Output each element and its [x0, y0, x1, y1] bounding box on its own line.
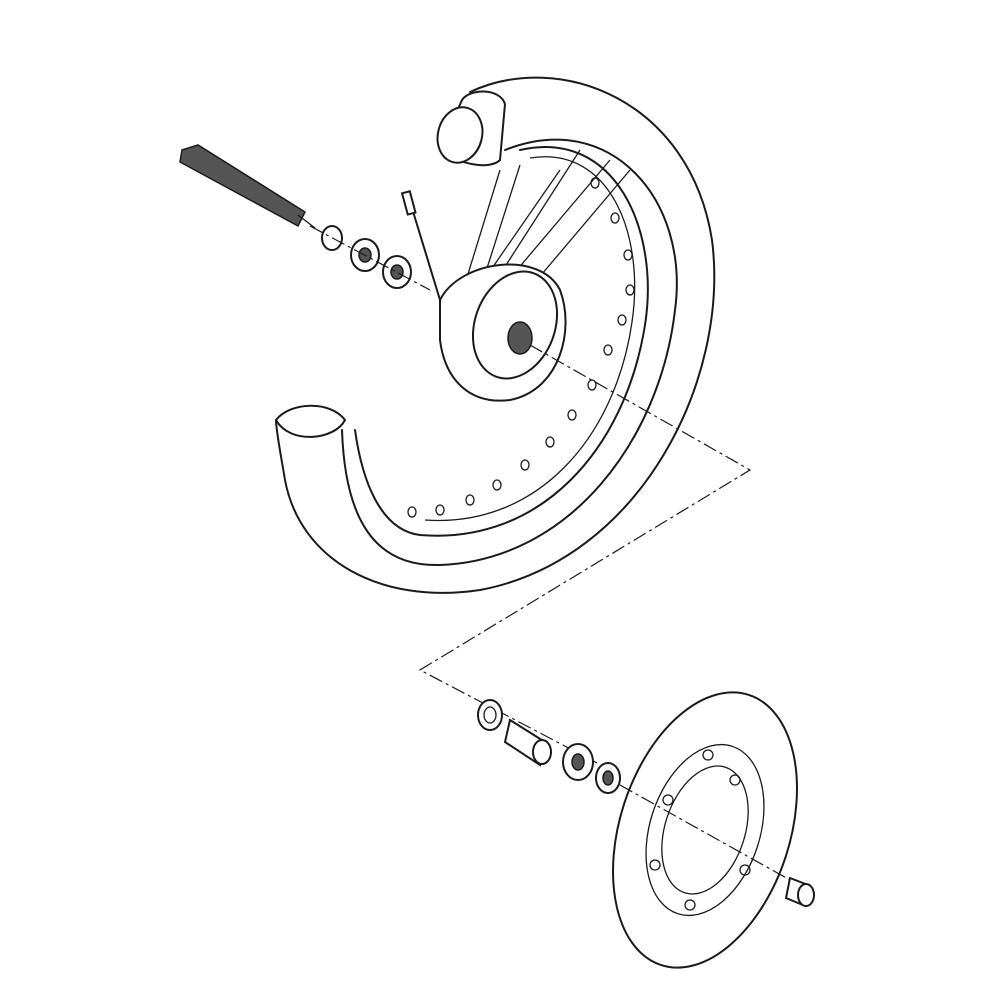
brake-disc: [612, 691, 798, 969]
left-bearing-2: [382, 255, 412, 289]
rim: [354, 146, 649, 537]
collar: [784, 876, 815, 907]
left-axis-line: [309, 225, 431, 291]
axis-line: [418, 344, 752, 776]
right-bearing-2: [595, 762, 621, 794]
valve-stem: [400, 190, 441, 301]
tire: [274, 76, 716, 594]
disc-axis-line: [619, 784, 791, 881]
hub: [439, 263, 567, 402]
oil-seal: [477, 699, 503, 731]
center-spacer: [503, 718, 552, 767]
rim-holes: [407, 177, 635, 518]
right-bearing-1: [562, 743, 594, 781]
axle: [179, 144, 316, 229]
